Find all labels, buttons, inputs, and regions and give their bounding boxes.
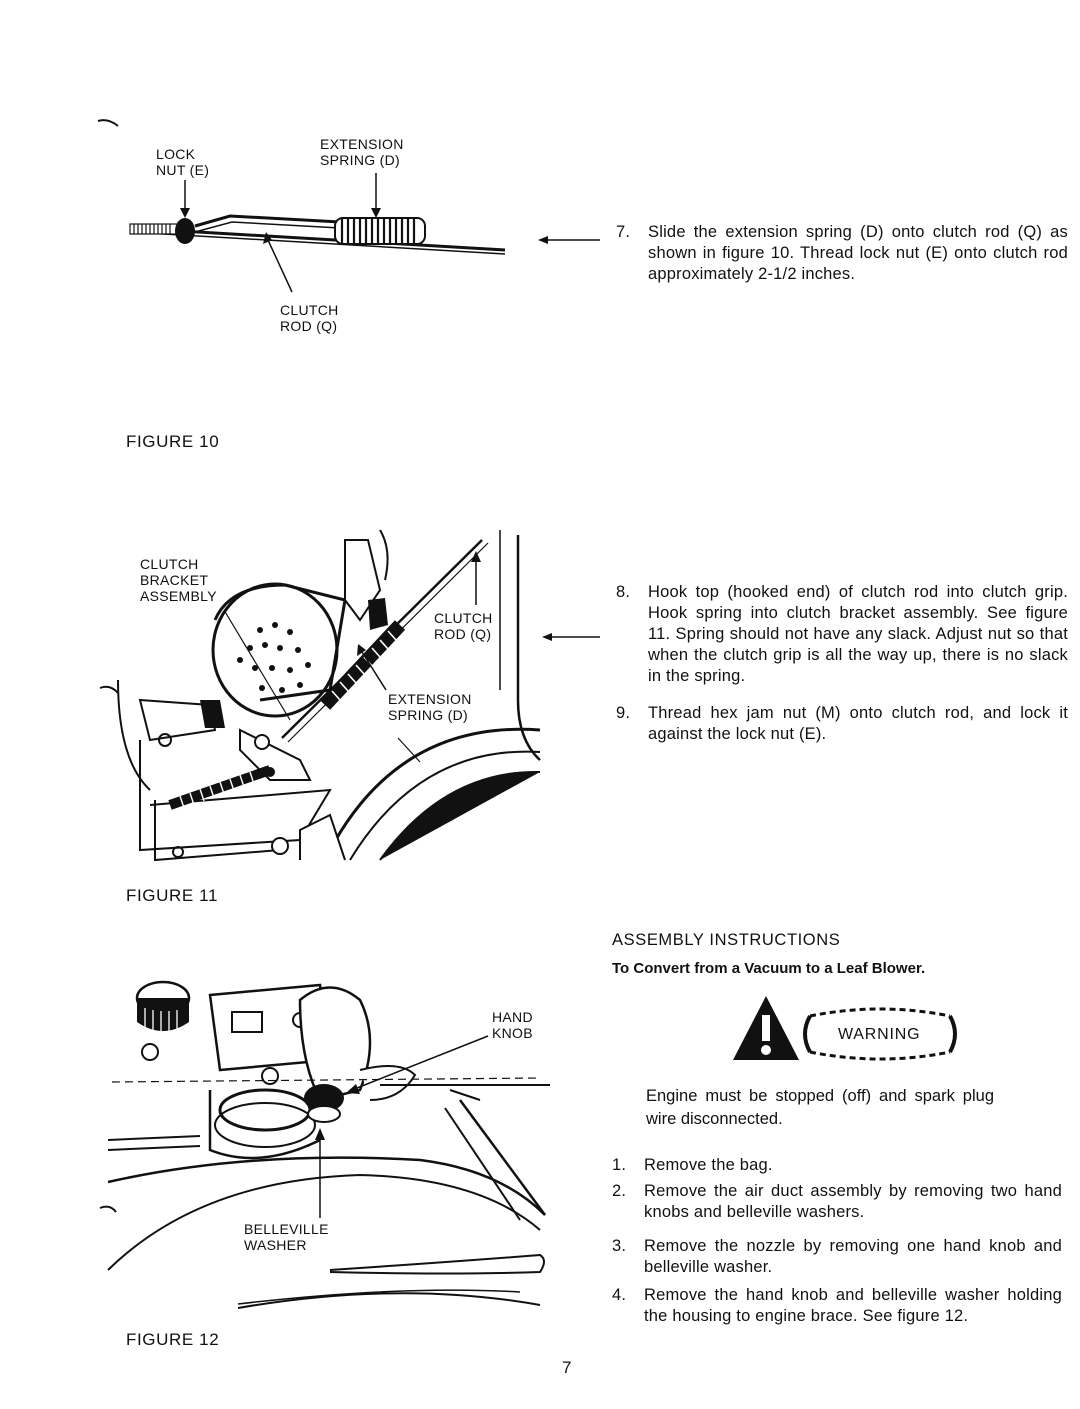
clutch-rod-label-fig11: CLUTCH ROD (Q) xyxy=(432,610,495,642)
step-text: Remove the air duct assembly by removing… xyxy=(644,1182,1062,1221)
figure-12-caption: FIGURE 12 xyxy=(126,1330,220,1349)
page-number: 7 xyxy=(562,1358,572,1377)
extension-spring-label: EXTENSION SPRING (D) xyxy=(320,136,404,168)
clutch-bracket-label: CLUTCH BRACKET ASSEMBLY xyxy=(140,556,217,604)
step-text: Remove the nozzle by removing one hand k… xyxy=(644,1237,1062,1276)
warning-text: Engine must be stopped (off) and spark p… xyxy=(646,1087,994,1128)
step-number: 7. xyxy=(616,223,631,241)
step-text: Hook top (hooked end) of clutch rod into… xyxy=(648,583,1068,685)
assembly-heading: ASSEMBLY INSTRUCTIONS xyxy=(612,931,841,949)
step-number: 8. xyxy=(616,583,631,601)
step-text: Slide the extension spring (D) onto clut… xyxy=(648,223,1068,283)
figure-10-caption: FIGURE 10 xyxy=(126,432,220,451)
hand-knob-label: HAND KNOB xyxy=(492,1009,533,1041)
step-text: Thread hex jam nut (M) onto clutch rod, … xyxy=(648,704,1068,743)
clutch-rod-label: CLUTCH ROD (Q) xyxy=(280,302,339,334)
warning-label: WARNING xyxy=(838,1026,921,1043)
extension-spring-label-fig11: EXTENSION SPRING (D) xyxy=(386,691,474,723)
lock-nut-label: LOCK NUT (E) xyxy=(156,146,210,178)
belleville-washer-label: BELLEVILLE WASHER xyxy=(242,1221,331,1253)
figure-11-caption: FIGURE 11 xyxy=(126,886,218,905)
step-number: 9. xyxy=(616,704,631,722)
step-number: 2. xyxy=(612,1182,627,1200)
step-number: 1. xyxy=(612,1156,627,1174)
step-number: 3. xyxy=(612,1237,627,1255)
step-text: Remove the bag. xyxy=(644,1156,773,1174)
step-number: 4. xyxy=(612,1286,627,1304)
assembly-subheading: To Convert from a Vacuum to a Leaf Blowe… xyxy=(612,960,926,977)
step-text: Remove the hand knob and belleville wash… xyxy=(644,1286,1062,1325)
